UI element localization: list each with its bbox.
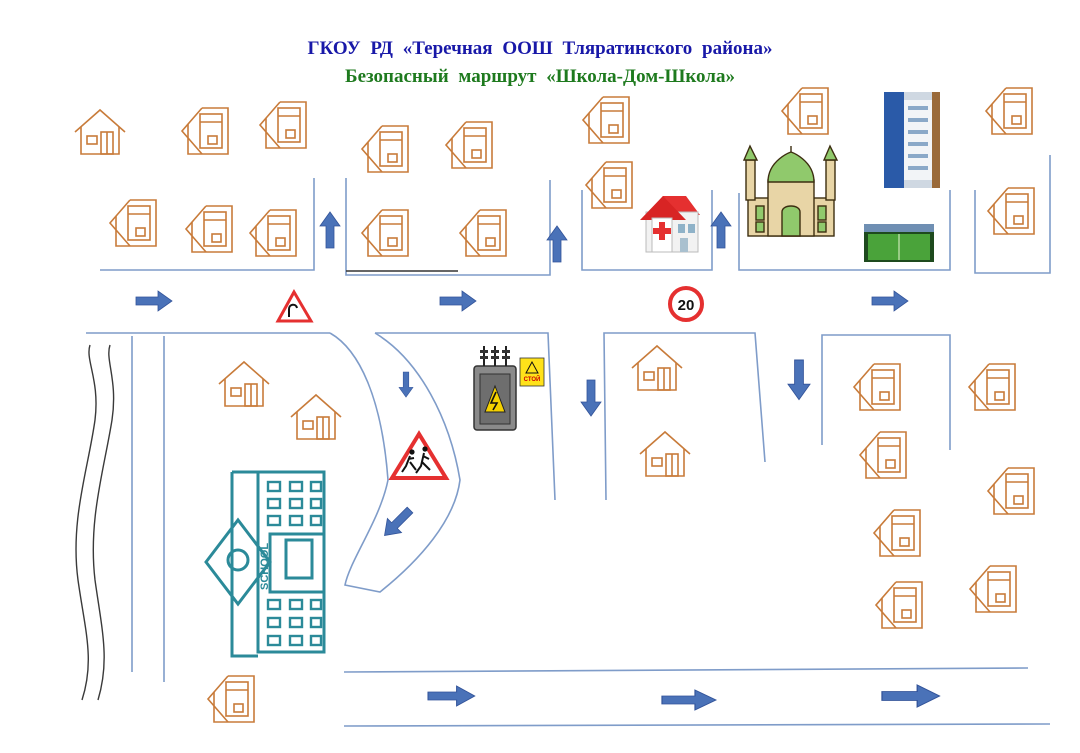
direction-arrow bbox=[377, 502, 418, 543]
high-voltage-stop-sign: СТОЙ bbox=[519, 357, 545, 387]
house-icon bbox=[639, 431, 691, 477]
transformer-icon bbox=[473, 346, 517, 431]
house-icon bbox=[445, 121, 493, 169]
house-icon bbox=[185, 205, 233, 253]
direction-arrow bbox=[319, 211, 341, 249]
house-icon bbox=[873, 509, 921, 557]
river-icon bbox=[75, 344, 115, 701]
direction-arrow bbox=[398, 371, 414, 398]
house-icon bbox=[218, 361, 270, 407]
direction-arrow bbox=[871, 290, 909, 312]
house-icon bbox=[631, 345, 683, 391]
children-crossing-sign bbox=[388, 430, 450, 480]
house-icon bbox=[585, 161, 633, 209]
speed-limit-sign: 20 bbox=[668, 286, 704, 322]
building-photo-icon bbox=[884, 92, 940, 188]
house-icon bbox=[290, 394, 342, 440]
mosque-icon bbox=[742, 144, 839, 237]
road-lines bbox=[86, 155, 1051, 727]
direction-arrow bbox=[661, 689, 717, 711]
house-icon bbox=[207, 675, 255, 723]
direction-arrow bbox=[580, 379, 602, 417]
stadium-icon bbox=[864, 224, 934, 262]
house-icon bbox=[985, 87, 1033, 135]
hospital-icon bbox=[640, 196, 700, 253]
house-icon bbox=[249, 209, 297, 257]
direction-arrow bbox=[710, 211, 732, 249]
house-icon bbox=[259, 101, 307, 149]
svg-text:20: 20 bbox=[678, 297, 695, 314]
house-icon bbox=[853, 363, 901, 411]
house-icon bbox=[361, 209, 409, 257]
house-icon bbox=[459, 209, 507, 257]
house-icon bbox=[987, 187, 1035, 235]
direction-arrow bbox=[881, 684, 941, 708]
house-icon bbox=[968, 363, 1016, 411]
house-icon bbox=[582, 96, 630, 144]
house-icon bbox=[109, 199, 157, 247]
curve-warning-sign bbox=[275, 288, 314, 323]
house-icon bbox=[969, 565, 1017, 613]
house-icon bbox=[181, 107, 229, 155]
direction-arrow bbox=[135, 290, 173, 312]
map-title: ГКОУ РД «Теречная ООШ Тляратинского райо… bbox=[307, 38, 773, 59]
route-subtitle: Безопасный маршрут «Школа-Дом-Школа» bbox=[345, 66, 735, 87]
direction-arrow bbox=[439, 290, 477, 312]
house-icon bbox=[361, 125, 409, 173]
house-icon bbox=[74, 109, 126, 155]
house-icon bbox=[875, 581, 923, 629]
house-icon bbox=[987, 467, 1035, 515]
house-icon bbox=[859, 431, 907, 479]
direction-arrow bbox=[427, 685, 476, 707]
school-icon: SCHOOL bbox=[204, 470, 326, 658]
svg-text:SCHOOL: SCHOOL bbox=[259, 543, 271, 590]
house-icon bbox=[781, 87, 829, 135]
direction-arrow bbox=[787, 359, 811, 401]
svg-text:СТОЙ: СТОЙ bbox=[524, 375, 541, 383]
